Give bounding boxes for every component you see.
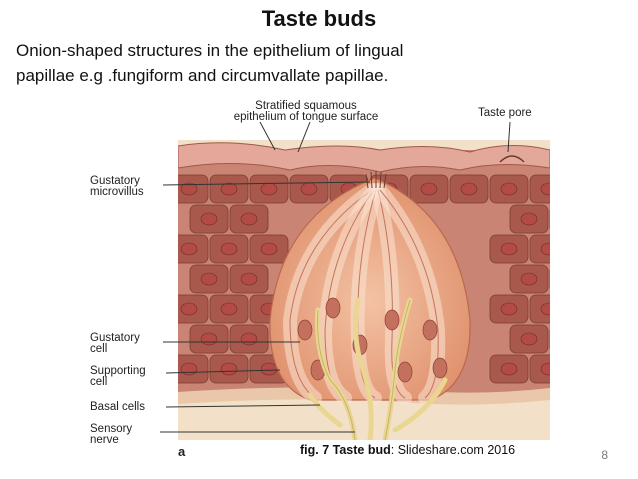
label-stratified-epithelium: Stratified squamous epithelium of tongue… (233, 100, 379, 123)
cell-nucleus (540, 362, 550, 376)
cell-nucleus (300, 182, 318, 196)
cell-nucleus (240, 332, 258, 346)
taste-cell-nucleus (325, 297, 341, 319)
cell-nucleus (240, 272, 258, 286)
cell-nucleus (520, 272, 538, 286)
cell-nucleus (180, 182, 198, 196)
slide-subtitle: Onion-shaped structures in the epitheliu… (16, 38, 616, 88)
page-number: 8 (601, 448, 608, 462)
taste-cell-outline (379, 189, 439, 399)
caption-source: : Slideshare.com 2016 (390, 443, 516, 457)
cell-nucleus (540, 302, 550, 316)
microvilli (365, 171, 387, 189)
cell-nucleus (420, 182, 438, 196)
taste-cell-nucleus (384, 309, 400, 331)
epithelial-cell (529, 174, 550, 204)
epithelial-cell (529, 234, 550, 264)
cell-nucleus (200, 212, 218, 226)
sensory-nerve-outline (317, 299, 411, 440)
label-gustatory-microvillus: Gustatory microvillus (90, 175, 144, 198)
cell-nucleus (180, 242, 198, 256)
cell-nucleus (260, 182, 278, 196)
cell-nucleus (561, 213, 577, 225)
cell-nucleus (240, 212, 258, 226)
taste-cell-nucleus (422, 319, 438, 341)
taste-cell-nucleus (397, 361, 413, 383)
cell-nucleus (561, 333, 577, 345)
cell-nucleus (520, 332, 538, 346)
cell-nucleus (540, 242, 550, 256)
cell-nucleus (520, 212, 538, 226)
cell-nucleus (260, 242, 278, 256)
epithelial-cell (529, 294, 550, 324)
label-sensory-nerve: Sensory nerve (90, 423, 133, 446)
epithelial-cell (549, 208, 550, 230)
subtitle-line-1: Onion-shaped structures in the epitheliu… (16, 41, 404, 60)
panel-letter: a (178, 444, 186, 459)
taste-pore (499, 155, 525, 163)
epithelial-cell (549, 328, 550, 350)
cell-nucleus (220, 362, 238, 376)
subtitle-line-2: papillae e.g .fungiform and circumvallat… (16, 66, 389, 85)
cell-nucleus (220, 182, 238, 196)
cell-nucleus (540, 182, 550, 196)
cell-nucleus (180, 362, 198, 376)
cell-nucleus (220, 242, 238, 256)
taste-cell-nucleus (297, 319, 313, 341)
cell-nucleus (561, 273, 577, 285)
cell-nucleus (220, 302, 238, 316)
label-taste-pore: Taste pore (478, 107, 532, 119)
figure-caption: fig. 7 Taste bud: Slideshare.com 2016 (300, 443, 515, 457)
cell-nucleus (200, 332, 218, 346)
label-gustatory-cell: Gustatory cell (90, 332, 140, 355)
cell-nucleus (200, 272, 218, 286)
cell-nucleus (500, 242, 518, 256)
caption-title: fig. 7 Taste bud (300, 443, 391, 457)
taste-cell-nucleus (432, 357, 448, 379)
label-supporting-cell: Supporting cell (90, 365, 146, 388)
epithelial-cell (549, 268, 550, 290)
epithelial-cell (529, 354, 550, 384)
cell-nucleus (460, 182, 478, 196)
cell-nucleus (260, 362, 278, 376)
taste-cell-outline (289, 189, 373, 399)
cell-nucleus (500, 182, 518, 196)
slide-title: Taste buds (261, 6, 377, 31)
cell-nucleus (180, 302, 198, 316)
leader-lines (160, 121, 511, 433)
label-basal-cells: Basal cells (90, 401, 145, 413)
cell-nucleus (500, 302, 518, 316)
cell-nucleus (500, 362, 518, 376)
squamous-surface (178, 142, 550, 173)
